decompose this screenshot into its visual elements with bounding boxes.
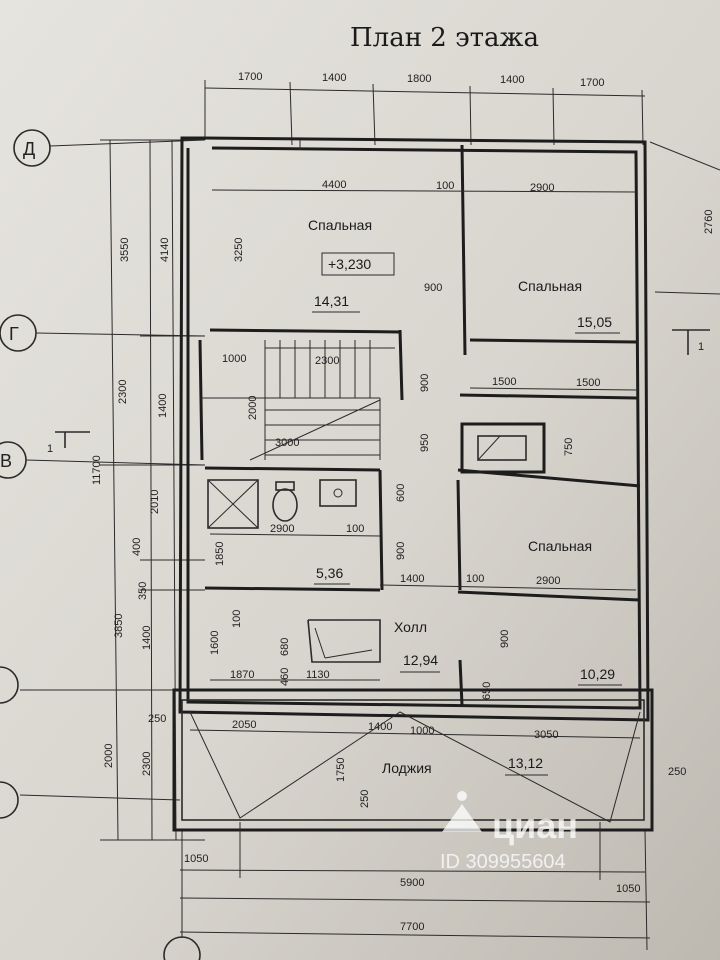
dim-stair-1000: 1000 xyxy=(222,353,246,365)
bedroom3-area: 10,29 xyxy=(580,666,615,682)
hall-name: Холл xyxy=(394,619,427,635)
dim-left-4140: 4140 xyxy=(159,238,171,262)
dim-100a: 100 xyxy=(436,180,454,192)
dim-1000b: 1000 xyxy=(410,725,434,737)
dim-left-3850: 3850 xyxy=(113,614,125,638)
dim-top-4: 1400 xyxy=(500,74,524,86)
dim-650: 650 xyxy=(481,682,493,700)
bedroom1-level: +3,230 xyxy=(328,256,371,272)
bedroom2-area: 15,05 xyxy=(577,314,612,330)
interior-dimensions: 4400 100 2900 900 1500 1500 950 900 750 … xyxy=(148,179,641,808)
dim-left-350: 350 xyxy=(137,582,149,600)
dim-900a: 900 xyxy=(424,282,442,294)
dim-left-11700: 11700 xyxy=(91,455,103,485)
dim-100b: 100 xyxy=(346,523,364,535)
outer-walls xyxy=(172,136,654,832)
dim-right-250: 250 xyxy=(668,766,686,778)
dim-right-2760: 2760 xyxy=(703,210,715,234)
plan-title: План 2 этажа xyxy=(350,23,539,53)
right-dimensions: 2760 250 1 xyxy=(649,141,720,778)
bathroom-fixtures xyxy=(207,479,357,529)
top-dimension-chain: 1700 1400 1800 1400 1700 xyxy=(204,71,646,146)
dim-2050: 2050 xyxy=(232,719,256,731)
dim-top-3: 1800 xyxy=(407,73,431,85)
dim-2900a: 2900 xyxy=(530,182,554,194)
dim-bottom-5900: 5900 xyxy=(400,877,424,889)
dim-250b: 250 xyxy=(359,790,371,808)
dim-stair-3000: 3000 xyxy=(275,437,299,449)
dim-top-1: 1700 xyxy=(238,71,262,83)
dim-left-1600: 1600 xyxy=(209,631,221,655)
dim-680: 680 xyxy=(279,638,291,656)
axis-g-label: Г xyxy=(9,324,19,344)
section-right-label: 1 xyxy=(698,341,704,353)
bedroom1-area: 14,31 xyxy=(314,293,349,309)
dim-950: 950 xyxy=(419,434,431,452)
dim-left-3250: 3250 xyxy=(233,238,245,262)
dim-250a: 250 xyxy=(148,713,166,725)
staircase: 1000 2300 3000 xyxy=(222,340,395,461)
dim-3050: 3050 xyxy=(534,729,558,741)
bedroom2-name: Спальная xyxy=(518,278,582,294)
dim-2900c: 2900 xyxy=(536,575,560,587)
dim-460: 460 xyxy=(279,668,291,686)
bedroom1-name: Спальная xyxy=(308,217,372,233)
dim-left-2300: 2300 xyxy=(117,380,129,404)
dim-left-2000-stair: 2000 xyxy=(247,396,259,420)
dim-stair-2300: 2300 xyxy=(315,355,339,367)
section-mark-left: 1 xyxy=(47,431,90,455)
watermark-brand: циан xyxy=(492,805,578,846)
dim-1750: 1750 xyxy=(335,758,347,782)
dim-2900b: 2900 xyxy=(270,523,294,535)
toilet-icon xyxy=(272,488,298,522)
dim-1500a: 1500 xyxy=(492,376,516,388)
bathroom-area: 5,36 xyxy=(316,565,343,581)
loggia-area: 13,12 xyxy=(508,755,543,771)
dim-1130: 1130 xyxy=(306,669,330,681)
dim-100d: 100 xyxy=(231,610,243,628)
axis-d-label: Д xyxy=(23,139,35,159)
dim-1870: 1870 xyxy=(230,669,254,681)
dim-left-1400b: 1400 xyxy=(141,626,153,650)
dim-900c: 900 xyxy=(395,542,407,560)
sink-icon xyxy=(319,479,357,507)
dim-4400: 4400 xyxy=(322,179,346,191)
dim-750: 750 xyxy=(563,438,575,456)
loggia-name: Лоджия xyxy=(382,760,432,776)
dim-bottom-1050b: 1050 xyxy=(616,883,640,895)
section-left-label: 1 xyxy=(47,443,53,455)
loggia-diagonals xyxy=(189,711,641,823)
dim-left-2010: 2010 xyxy=(149,490,161,514)
dim-top-2: 1400 xyxy=(322,72,346,84)
dim-bottom-1050a: 1050 xyxy=(184,853,208,865)
dim-900d: 900 xyxy=(499,630,511,648)
room-labels: Спальная +3,230 14,31 Спальная 15,05 Спа… xyxy=(308,217,622,776)
dim-1400a: 1400 xyxy=(400,573,424,585)
bottom-dimension-chain: 1050 5900 1050 7700 xyxy=(179,822,651,939)
cian-logo-icon xyxy=(442,791,482,832)
dim-top-5: 1700 xyxy=(580,77,604,89)
bedroom3-name: Спальная xyxy=(528,538,592,554)
dim-100c: 100 xyxy=(466,573,484,585)
hall-closet xyxy=(307,619,381,663)
level-mark-box xyxy=(321,252,395,276)
dim-900b: 900 xyxy=(419,374,431,392)
dim-1400b: 1400 xyxy=(368,721,392,733)
dim-left-1850: 1850 xyxy=(214,542,226,566)
watermark-id: ID 309955604 xyxy=(440,851,566,873)
dim-1500b: 1500 xyxy=(576,377,600,389)
dim-left-400: 400 xyxy=(131,538,143,556)
hall-area: 12,94 xyxy=(403,652,438,668)
dim-bottom-7700: 7700 xyxy=(400,921,424,933)
watermark: циан ID 309955604 xyxy=(440,791,578,873)
dim-600: 600 xyxy=(395,484,407,502)
axis-v-label: В xyxy=(0,451,12,471)
dim-left-1400: 1400 xyxy=(157,394,169,418)
chimney-block xyxy=(460,422,546,474)
dim-left-2000: 2000 xyxy=(103,744,115,768)
dim-left-3550: 3550 xyxy=(119,238,131,262)
dim-left-2300b: 2300 xyxy=(141,752,153,776)
